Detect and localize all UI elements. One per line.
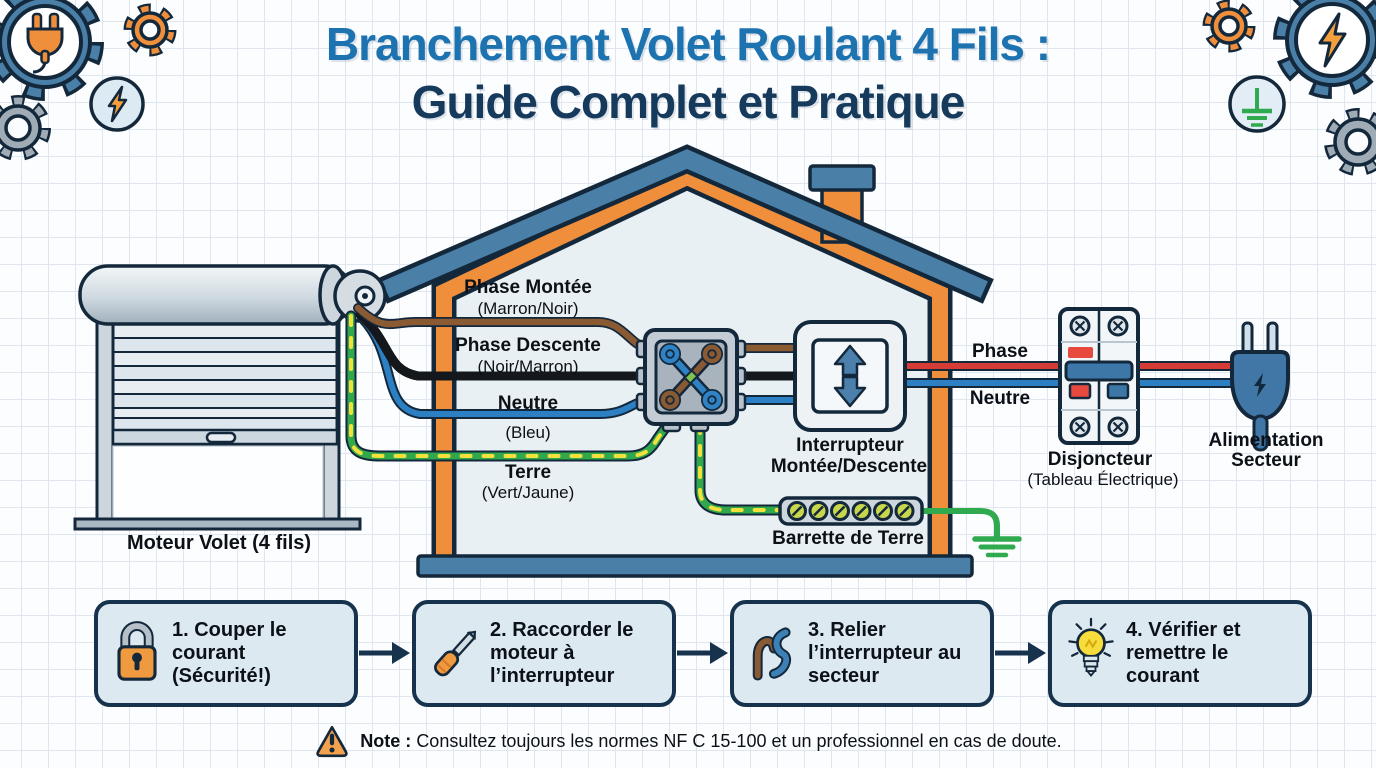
roller-shutter-motor [73, 264, 387, 531]
label-breaker-line2: (Tableau Électrique) [1027, 470, 1179, 489]
label-motor: Moteur Volet (4 fils) [126, 532, 312, 554]
step-arrow-icon [674, 640, 730, 671]
label-phase: Phase [972, 341, 1028, 362]
house-base [416, 554, 974, 578]
step-4-label: 4. Vérifier et remettre le courant [1126, 619, 1241, 687]
junction-box [635, 328, 747, 433]
gear-lightning-icon [1273, 0, 1376, 99]
gear-icon [123, 3, 177, 57]
lightning-badge-icon [89, 76, 145, 132]
step-3-label: 3. Relier l’interrupteur au secteur [808, 619, 962, 687]
label-earth-bar: Barrette de Terre [772, 528, 924, 549]
label-phase-montee-detail: (Marron/Noir) [477, 299, 579, 318]
page-title: Branchement Volet Roulant 4 Fils : Guide… [0, 16, 1376, 131]
updown-switch [793, 320, 907, 432]
note-body: Consultez toujours les normes NF C 15-10… [416, 730, 1062, 751]
label-breaker-line1: Disjoncteur [1047, 449, 1153, 470]
down-arrow-icon [833, 375, 867, 408]
gear-plug-icon [0, 0, 104, 101]
gear-icon [0, 95, 51, 161]
crossed-wrenches-icon [659, 343, 723, 411]
wire-neutre [359, 315, 651, 417]
label-neutre-detail: (Bleu) [505, 423, 551, 442]
shutter-sill [73, 517, 362, 531]
motor-tube [78, 264, 354, 326]
wire-phase-montee [354, 304, 652, 352]
chimney-cap [808, 164, 876, 192]
wires-icon [752, 626, 792, 681]
ground-symbol-icon [972, 536, 1022, 558]
label-phase-montee: Phase Montée [464, 277, 592, 298]
step-2-box: 2. Raccorder le moteur à l’interrupteur [412, 600, 676, 707]
note-prefix: Note : [360, 730, 412, 751]
step-arrow-icon [992, 640, 1048, 671]
gear-icon [1324, 108, 1376, 176]
note-text: Note : Consultez toujours les normes NF … [360, 731, 1061, 752]
step-2-label: 2. Raccorder le moteur à l’interrupteur [490, 619, 634, 687]
shutter-handle [205, 431, 237, 444]
label-supply-line1: Alimentation [1208, 430, 1324, 451]
label-terre-detail: (Vert/Jaune) [481, 483, 575, 502]
label-neutre-right: Neutre [969, 388, 1031, 409]
house-roof [382, 149, 988, 298]
earth-badge-icon [1228, 75, 1286, 133]
label-neutre: Neutre [497, 393, 559, 414]
footer-note: Note : Consultez toujours les normes NF … [0, 724, 1376, 758]
title-line-1: Branchement Volet Roulant 4 Fils : [325, 18, 1051, 70]
step-3-box: 3. Relier l’interrupteur au secteur [730, 600, 994, 707]
step-1-box: 1. Couper le courant (Sécurité!) [94, 600, 358, 707]
padlock-icon [117, 620, 157, 681]
plug-icon [26, 12, 64, 74]
label-switch-line2: Montée/Descente [770, 456, 928, 477]
warning-icon [316, 725, 348, 758]
label-supply-line2: Secteur [1231, 450, 1301, 471]
screwdriver-icon [434, 630, 477, 676]
step-4-box: 4. Vérifier et remettre le courant [1048, 600, 1312, 707]
label-phase-descente: Phase Descente [455, 335, 601, 356]
label-terre: Terre [504, 462, 552, 483]
wire-phase-descente [355, 309, 653, 381]
breaker-toggle [1064, 360, 1134, 382]
label-phase-descente-detail: (Noir/Marron) [477, 357, 579, 376]
step-1-label: 1. Couper le courant (Sécurité!) [172, 619, 287, 687]
circuit-breaker [1058, 307, 1140, 445]
label-switch-line1: Interrupteur [796, 435, 904, 456]
step-arrow-icon [356, 640, 412, 671]
earth-terminal-bar [778, 496, 924, 526]
title-line-2: Guide Complet et Pratique [411, 75, 966, 128]
mains-plug-icon [1230, 321, 1290, 452]
lightbulb-icon [1068, 617, 1114, 677]
gear-icon [1202, 0, 1256, 53]
up-arrow-icon [833, 344, 867, 377]
